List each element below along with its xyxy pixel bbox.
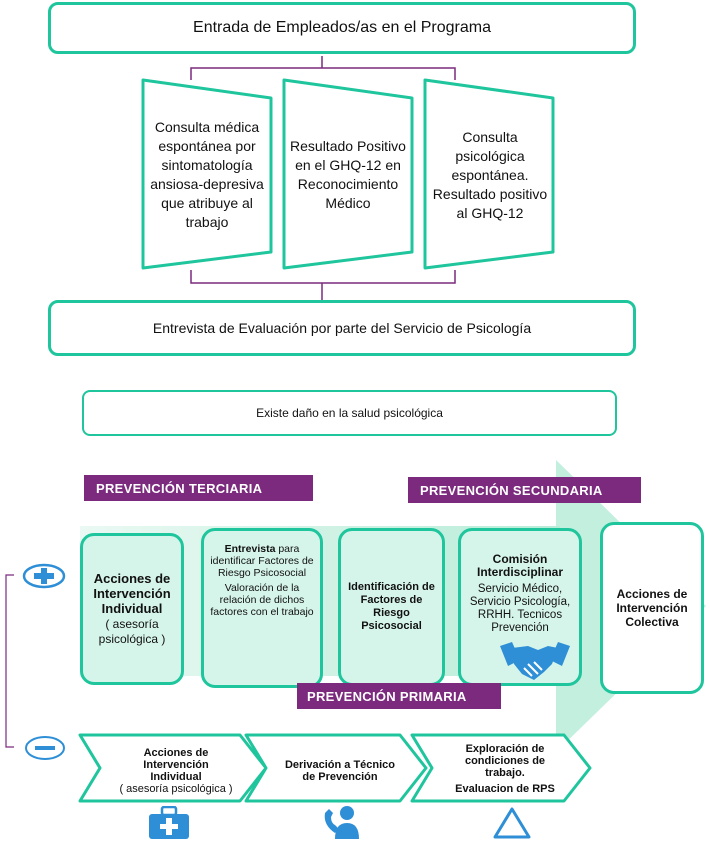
trapezoid-1-label: Consulta médica espontánea por sintomato…: [150, 119, 264, 230]
chevron-3: Exploración de condiciones de trabajo. E…: [444, 738, 566, 800]
card-interview-title-rest: para identificar Factores de Riesgo Psic…: [210, 543, 314, 579]
card-individual-sub: ( asesoría psicológica ): [98, 617, 166, 646]
trapezoid-2-label: Resultado Positivo en el GHQ-12 en Recon…: [290, 138, 406, 211]
damage-box: Existe daño en la salud psicológica: [82, 390, 617, 436]
chevron-1-title: Acciones de Intervención Individual: [143, 747, 209, 783]
warning-triangle-icon: [493, 807, 531, 839]
card-collective: Acciones de Intervención Colectiva: [600, 522, 704, 694]
trapezoid-shapes: [141, 78, 555, 270]
band-primary-label: PREVENCIÓN PRIMARIA: [307, 688, 467, 704]
phone-support-icon: [324, 806, 359, 839]
card-collective-title: Acciones de Intervención Colectiva: [616, 587, 688, 629]
trapezoid-3: Consulta psicológica espontánea. Resulta…: [432, 100, 548, 250]
card-commission-sub: Servicio Médico, Servicio Psicología, RR…: [469, 583, 571, 634]
entry-box: Entrada de Empleados/as en el Programa: [48, 2, 636, 54]
card-interview-title-bold: Entrevista: [224, 543, 276, 555]
damage-label: Existe daño en la salud psicológica: [256, 406, 443, 420]
band-tertiary: PREVENCIÓN TERCIARIA: [84, 475, 313, 501]
chevron-3-title: Exploración de condiciones de trabajo.: [464, 743, 546, 779]
card-commission-title: Comisión Interdisciplinar: [476, 552, 564, 579]
band-tertiary-label: PREVENCIÓN TERCIARIA: [96, 480, 263, 496]
plus-circle-icon: [22, 563, 66, 589]
band-secondary-label: PREVENCIÓN SECUNDARIA: [420, 482, 603, 498]
card-interview-sub: Valoración de la relación de dichos fact…: [210, 582, 314, 618]
card-individual: Acciones de Intervención Individual ( as…: [80, 533, 184, 685]
trapezoid-3-label: Consulta psicológica espontánea. Resulta…: [432, 128, 548, 221]
chevron-1-sub: ( asesoría psicológica ): [119, 783, 233, 795]
interview-label: Entrevista de Evaluación por parte del S…: [152, 320, 532, 336]
trapezoid-1: Consulta médica espontánea por sintomato…: [146, 100, 268, 250]
intensity-scale: [5, 574, 14, 748]
card-individual-title: Acciones de Intervención Individual: [93, 571, 171, 616]
chevron-3-sub: Evaluacion de RPS: [455, 783, 555, 795]
chevron-row: [78, 733, 592, 803]
handshake-icon: [500, 642, 570, 680]
band-secondary: PREVENCIÓN SECUNDARIA: [408, 477, 641, 503]
band-primary: PREVENCIÓN PRIMARIA: [297, 683, 501, 709]
card-identification-title: Identificación de Factores de Riesgo Psi…: [348, 581, 435, 632]
chevron-2: Derivación a Técnico de Prevención: [280, 741, 400, 801]
chevron-1: Acciones de Intervención Individual ( as…: [118, 741, 234, 801]
medical-kit-icon: [149, 806, 189, 839]
card-identification: Identificación de Factores de Riesgo Psi…: [338, 528, 445, 686]
minus-circle-icon: [25, 736, 65, 760]
chevron-2-title: Derivación a Técnico de Prevención: [284, 759, 396, 783]
trapezoid-2: Resultado Positivo en el GHQ-12 en Recon…: [290, 100, 406, 250]
connector-brackets: [190, 56, 456, 300]
entry-label: Entrada de Empleados/as en el Programa: [193, 19, 491, 36]
card-interview-title: Entrevista para identificar Factores de …: [210, 543, 314, 579]
card-interview: Entrevista para identificar Factores de …: [201, 528, 323, 688]
interview-box: Entrevista de Evaluación por parte del S…: [48, 300, 636, 356]
